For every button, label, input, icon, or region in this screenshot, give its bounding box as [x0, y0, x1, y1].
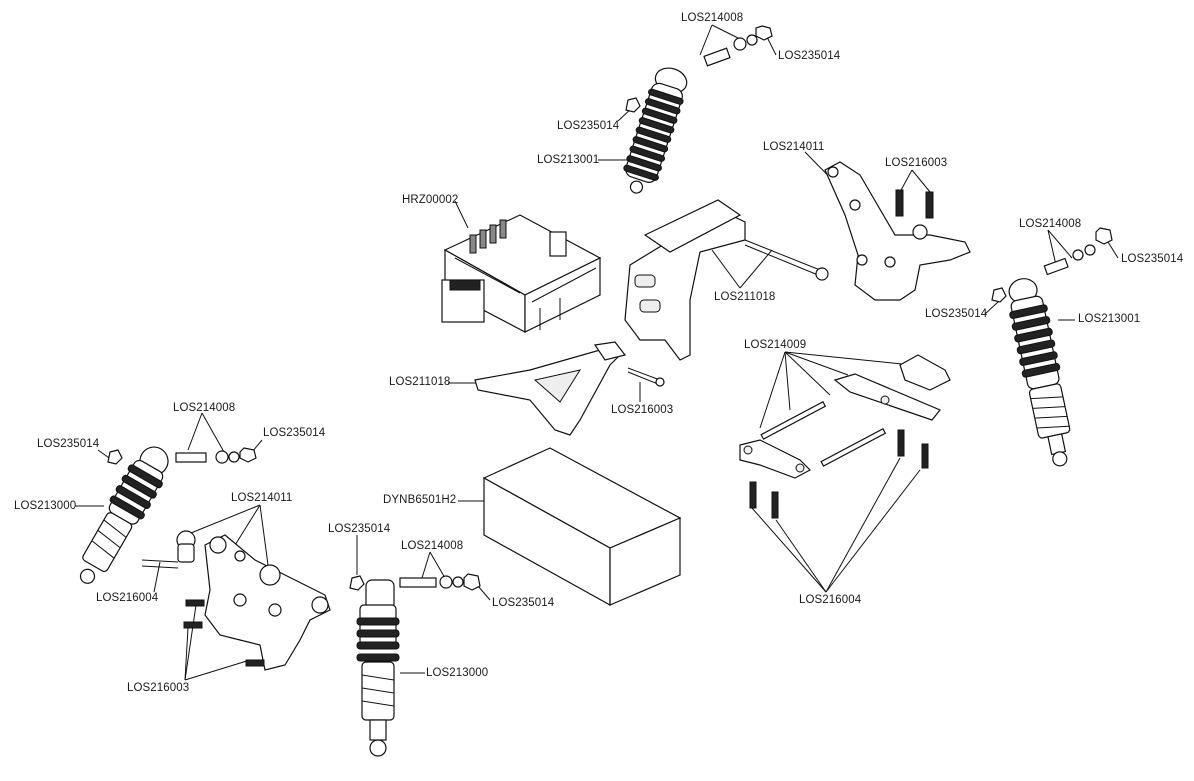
hinge-pin-assembly	[739, 354, 951, 519]
label-left-nut-left: LOS235014	[37, 438, 100, 450]
center-shock	[349, 573, 481, 757]
left-shock-mount	[141, 530, 331, 671]
label-tower: LOS211018	[714, 291, 776, 303]
label-right-nut: LOS235014	[1121, 253, 1184, 265]
label-center-bolt: LOS214008	[401, 540, 464, 552]
label-mount-top-screws: LOS216003	[885, 157, 948, 169]
right-shock	[991, 227, 1113, 467]
label-left-shock: LOS213000	[14, 500, 77, 512]
label-top-bolt: LOS214008	[681, 12, 744, 24]
label-center-shock: LOS213000	[426, 667, 489, 679]
label-battery: DYNB6501H2	[383, 494, 457, 506]
battery-pack	[482, 447, 682, 607]
label-right-shock: LOS213001	[1078, 313, 1141, 325]
battery-strap	[474, 341, 665, 436]
esc-unit	[441, 214, 602, 333]
label-left-mount-screw: LOS216004	[96, 592, 159, 604]
label-strap-screw: LOS216003	[611, 404, 674, 416]
label-left-bolt: LOS214008	[173, 402, 236, 414]
top-shock	[623, 25, 773, 194]
label-left-mount-screws: LOS216003	[127, 682, 190, 694]
label-left-mount: LOS214011	[231, 492, 293, 504]
label-mount-top: LOS214011	[763, 141, 825, 153]
label-center-nut: LOS235014	[328, 523, 391, 535]
leader-lines	[75, 24, 1119, 681]
label-top-nut-left: LOS235014	[557, 120, 620, 132]
label-battery-strap: LOS211018	[389, 376, 451, 388]
label-hinge-pins: LOS214009	[744, 339, 807, 351]
shock-tower	[624, 199, 829, 361]
label-left-nut-right: LOS235014	[263, 427, 326, 439]
label-center-nut-right: LOS235014	[492, 597, 555, 609]
upper-shock-mount	[824, 161, 971, 301]
label-right-bolt: LOS214008	[1019, 218, 1082, 230]
label-right-nut-left: LOS235014	[925, 308, 988, 320]
label-top-nut: LOS235014	[778, 50, 841, 62]
left-shock	[79, 446, 257, 584]
label-hinge-screws: LOS216004	[799, 594, 862, 606]
label-top-shock: LOS213001	[537, 154, 600, 166]
label-esc: HRZ00002	[402, 194, 459, 206]
